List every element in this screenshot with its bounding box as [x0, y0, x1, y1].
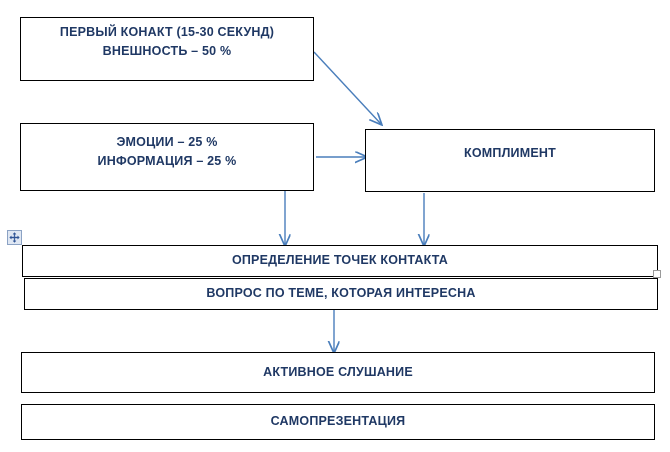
- box-active-listening-text: АКТИВНОЕ СЛУШАНИЕ: [22, 363, 654, 382]
- box-first-contact-line1: ПЕРВЫЙ КОНАКТ (15-30 СЕКУНД): [59, 24, 275, 39]
- box-self-presentation-text: САМОПРЕЗЕНТАЦИЯ: [22, 412, 654, 431]
- box-question-line1: ВОПРОС ПО ТЕМЕ, КОТОРАЯ ИНТЕРЕСНА: [206, 286, 476, 301]
- move-four-arrows-icon[interactable]: [7, 230, 22, 245]
- box-contact-points[interactable]: ОПРЕДЕЛЕНИЕ ТОЧЕК КОНТАКТА: [22, 245, 658, 277]
- box-emotions[interactable]: ЭМОЦИИ – 25 % ИНФОРМАЦИЯ – 25 %: [20, 123, 314, 191]
- box-first-contact-line2: ВНЕШНОСТЬ – 50 %: [102, 44, 232, 58]
- box-first-contact-text: ПЕРВЫЙ КОНАКТ (15-30 СЕКУНД) ВНЕШНОСТЬ –…: [21, 23, 313, 62]
- box-self-presentation-line1: САМОПРЕЗЕНТАЦИЯ: [270, 414, 406, 429]
- box-active-listening-line1: АКТИВНОЕ СЛУШАНИЕ: [263, 364, 413, 379]
- resize-square-icon[interactable]: [653, 270, 661, 278]
- box-active-listening[interactable]: АКТИВНОЕ СЛУШАНИЕ: [21, 352, 655, 393]
- box-emotions-text: ЭМОЦИИ – 25 % ИНФОРМАЦИЯ – 25 %: [21, 133, 313, 172]
- box-contact-points-line1: ОПРЕДЕЛЕНИЕ ТОЧЕК КОНТАКТА: [231, 253, 449, 268]
- box-emotions-line1: ЭМОЦИИ – 25 %: [116, 134, 218, 149]
- box-question-text: ВОПРОС ПО ТЕМЕ, КОТОРАЯ ИНТЕРЕСНА: [25, 284, 657, 303]
- box-question[interactable]: ВОПРОС ПО ТЕМЕ, КОТОРАЯ ИНТЕРЕСНА: [24, 278, 658, 310]
- box-compliment-line1: КОМПЛИМЕНТ: [464, 145, 556, 160]
- box-emotions-line2: ИНФОРМАЦИЯ – 25 %: [97, 154, 237, 168]
- arrow-first-contact-to-compliment: [313, 51, 381, 124]
- box-contact-points-text: ОПРЕДЕЛЕНИЕ ТОЧЕК КОНТАКТА: [23, 251, 657, 270]
- box-compliment-text: КОМПЛИМЕНТ: [366, 144, 654, 163]
- box-compliment[interactable]: КОМПЛИМЕНТ: [365, 129, 655, 192]
- box-first-contact[interactable]: ПЕРВЫЙ КОНАКТ (15-30 СЕКУНД) ВНЕШНОСТЬ –…: [20, 17, 314, 81]
- box-self-presentation[interactable]: САМОПРЕЗЕНТАЦИЯ: [21, 404, 655, 440]
